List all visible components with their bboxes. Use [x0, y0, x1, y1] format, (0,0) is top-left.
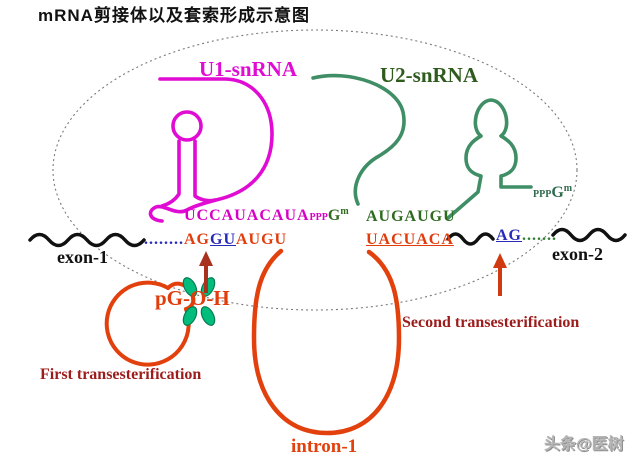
u2-cap-label: PPPGm [533, 184, 572, 201]
five-prime-splice-site: ........AGGUAUGU [144, 232, 287, 248]
dash1: - [183, 286, 191, 310]
u1-snrna-label: U1-snRNA [199, 57, 298, 81]
gu-dinucleotide: GU [210, 231, 236, 248]
u2-stem-loops [446, 98, 533, 220]
u1-sequence-text: UCCAUACAUA [184, 207, 310, 224]
intron-loop [251, 248, 402, 436]
u2-cap-methyl: m [563, 183, 573, 194]
second-attack-arrow [493, 253, 507, 296]
exon1-wave [28, 232, 146, 248]
first-transesterification-label: First transesterification [40, 366, 202, 383]
u2-snrna-label: U2-snRNA [380, 63, 479, 87]
page-title: mRNA剪接体以及套索形成示意图 [38, 6, 310, 25]
u1-stem-loop [160, 139, 217, 208]
ag-dinucleotide: AG [496, 227, 522, 244]
cap-ppp: PPP [309, 212, 328, 223]
exon2-label: exon-2 [552, 244, 603, 264]
intron1-label: intron-1 [291, 436, 358, 457]
u2-snrna-structure [311, 73, 533, 220]
exon-end-ag: AG [184, 231, 210, 248]
first-attack-arrow [199, 251, 213, 293]
pg-text: pG [155, 286, 184, 310]
second-transesterification-label: Second transesterification [402, 314, 580, 331]
u2-binding-sequence: AUGAUGU [366, 208, 456, 225]
watermark: 头条@医树 [544, 436, 624, 453]
branch-point-group: pG-O-H [155, 288, 230, 309]
u2-cap-ppp: PPP [533, 189, 552, 200]
dash2: - [206, 286, 214, 310]
spliceosome-ellipse [52, 29, 578, 311]
u1-snrna-structure [148, 77, 274, 223]
intron-start-seq: AUGU [236, 231, 288, 248]
u2-cap-g: G [551, 184, 564, 201]
hydroxyl-h: H [213, 286, 230, 310]
exon2-wave [551, 227, 627, 243]
cap-g: G [327, 207, 341, 224]
leading-dots: ........ [144, 231, 184, 248]
exon1-label: exon-1 [57, 247, 108, 267]
three-prime-splice-site: AG....... [496, 228, 557, 244]
u1-binding-sequence: UCCAUACAUAPPPGm [184, 207, 349, 224]
trailing-dots: ....... [522, 227, 557, 244]
branch-site-sequence: UACUACA [366, 231, 454, 248]
cap-methyl: m [340, 206, 349, 217]
mid-wave [446, 232, 495, 246]
hydroxyl-petals [182, 277, 216, 326]
hydroxyl-o: O [190, 286, 207, 310]
